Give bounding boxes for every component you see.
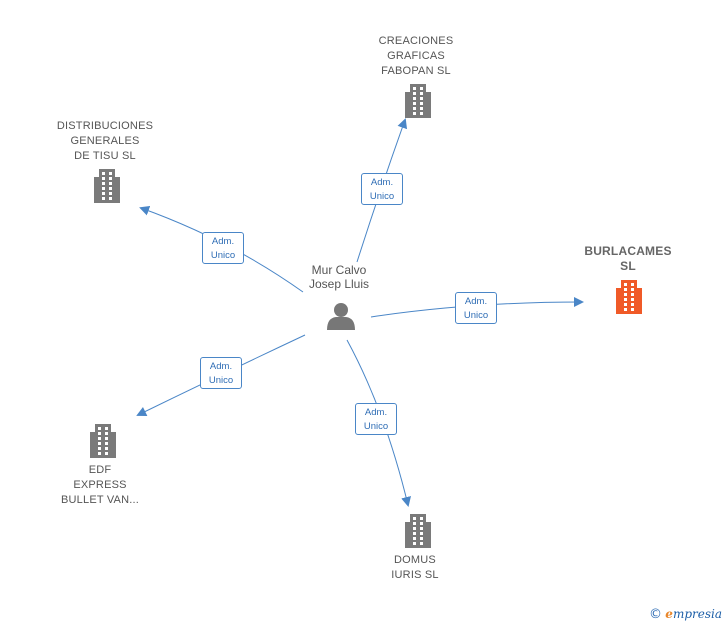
building-icon-creaciones[interactable] — [403, 84, 433, 118]
company-label-distribuciones[interactable]: DISTRIBUCIONES GENERALES DE TISU SL — [56, 120, 154, 162]
relation-badge-distribuciones[interactable]: Adm. Unico — [202, 232, 244, 264]
building-icon-edf[interactable] — [88, 424, 118, 458]
company-label-burlacames[interactable]: BURLACAMES SL — [584, 244, 672, 273]
copyright-symbol: © — [648, 607, 662, 622]
company-label-creaciones[interactable]: CREACIONES GRAFICAS FABOPAN SL — [378, 35, 454, 77]
relation-badge-domus[interactable]: Adm. Unico — [355, 403, 397, 435]
building-icon-distribuciones[interactable] — [92, 169, 122, 203]
empresia-logo: © empresia — [649, 607, 722, 622]
person-name[interactable]: Mur Calvo Josep Lluis — [308, 263, 370, 291]
relation-badge-creaciones[interactable]: Adm. Unico — [361, 173, 403, 205]
company-label-edf[interactable]: EDF EXPRESS BULLET VAN... — [61, 464, 139, 506]
brand-name: empresia — [665, 607, 722, 621]
person-icon[interactable] — [327, 303, 355, 330]
building-icon-burlacames[interactable] — [614, 280, 644, 314]
relation-badge-edf[interactable]: Adm. Unico — [200, 357, 242, 389]
building-icon-domus[interactable] — [403, 514, 433, 548]
company-label-domus[interactable]: DOMUS IURIS SL — [391, 554, 439, 581]
relation-badge-burlacames[interactable]: Adm. Unico — [455, 292, 497, 324]
